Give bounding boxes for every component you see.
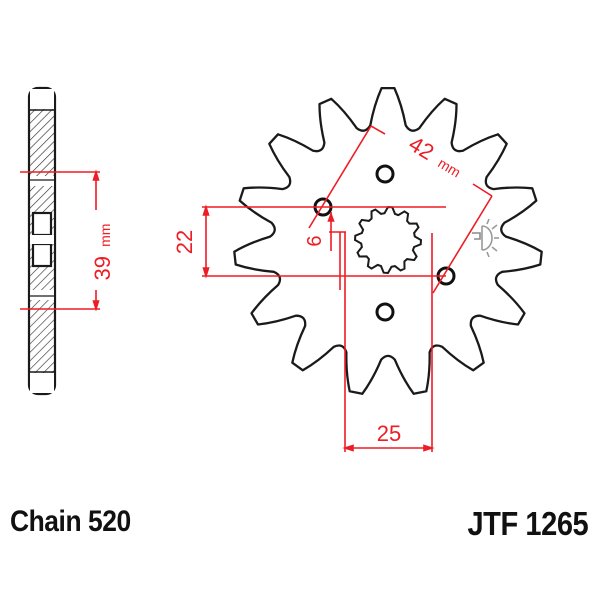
side-width-unit: mm (97, 224, 113, 247)
hub-spline (353, 205, 423, 275)
bolt-circle-unit: mm (435, 155, 463, 181)
jt-logo-icon (472, 218, 499, 258)
hub-window-top (31, 211, 53, 237)
dimension-side-width (20, 169, 100, 312)
hole-diameter-value: 6 (304, 235, 326, 246)
part-number-label: JTF 1265 (467, 505, 588, 542)
front-view (233, 86, 543, 395)
chain-size-label: Chain 520 (10, 505, 131, 538)
svg-text:42 mm: 42 mm (405, 131, 468, 182)
dimension-lines (202, 125, 493, 452)
sprocket-outline (233, 86, 543, 395)
side-view: 39 mm (20, 86, 115, 396)
hub-height-value: 22 (172, 230, 197, 254)
bolt-hole-bottom (375, 302, 395, 322)
hub-width-value: 25 (377, 421, 401, 446)
bolt-hole-top (375, 164, 395, 184)
svg-text:39 mm: 39 mm (90, 224, 115, 281)
side-width-value: 39 (90, 256, 115, 280)
hub-window-bottom (31, 242, 53, 268)
bolt-circle-value: 42 (405, 131, 439, 165)
